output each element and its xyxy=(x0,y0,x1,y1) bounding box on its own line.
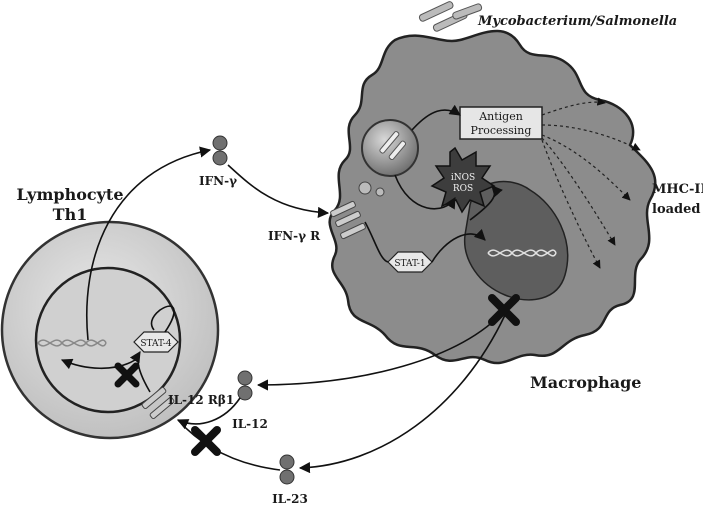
stat4-node xyxy=(133,331,179,353)
il23-label: IL-23 xyxy=(272,492,308,506)
engulfed-bacteria-icon xyxy=(379,131,407,161)
mhc-label: MHC-II xyxy=(652,182,703,197)
macrophage-dna-icon xyxy=(487,249,557,257)
macrophage-nucleus xyxy=(463,180,569,301)
block-mark-icon xyxy=(114,362,140,388)
stat1-label: STAT-1 xyxy=(394,259,425,269)
il12-receptor-icon xyxy=(141,387,175,419)
antigen-processing-label: Processing xyxy=(471,124,532,137)
pathway-arrows xyxy=(60,104,506,474)
pathogen-label: Mycobacterium/Salmonella xyxy=(477,14,677,29)
macrophage-label: Macrophage xyxy=(530,373,641,392)
small-vesicle xyxy=(358,181,372,195)
il23-cytokine-icon xyxy=(279,454,295,485)
lymphocyte-label: Th1 xyxy=(53,205,88,224)
lymphocyte-label: Lymphocyte xyxy=(16,185,123,204)
antigen-processing-box xyxy=(459,106,543,140)
inos-ros-burst xyxy=(430,146,496,214)
ros-label: ROS xyxy=(453,184,473,194)
lymphocyte-nucleus xyxy=(34,266,182,414)
il12-receptor-label: IL-12 Rβ1 xyxy=(168,393,234,407)
il12-label: IL-12 xyxy=(232,417,268,431)
ifn-gamma-receptor-label: IFN-γ R xyxy=(268,229,321,243)
block-mark-icon xyxy=(191,426,221,456)
block-mark-icon xyxy=(488,294,520,326)
lymphocyte-dna-icon xyxy=(37,339,107,347)
inos-label: iNOS xyxy=(451,173,475,183)
mhc-dashed-arrows xyxy=(541,97,641,269)
ifn-gamma-label: IFN-γ xyxy=(199,174,237,188)
il12-cytokine-icon xyxy=(237,370,253,401)
ifn-gamma-cytokine-icon xyxy=(212,135,228,166)
ifn-gamma-receptor-icon xyxy=(330,200,366,240)
stat4-label: STAT-4 xyxy=(140,339,172,349)
small-vesicle xyxy=(375,187,385,197)
phagosome-vacuole xyxy=(361,119,419,177)
antigen-processing-label: Antigen xyxy=(478,110,523,123)
bacteria-icon xyxy=(418,1,483,32)
mhc-label: loaded xyxy=(652,202,700,217)
